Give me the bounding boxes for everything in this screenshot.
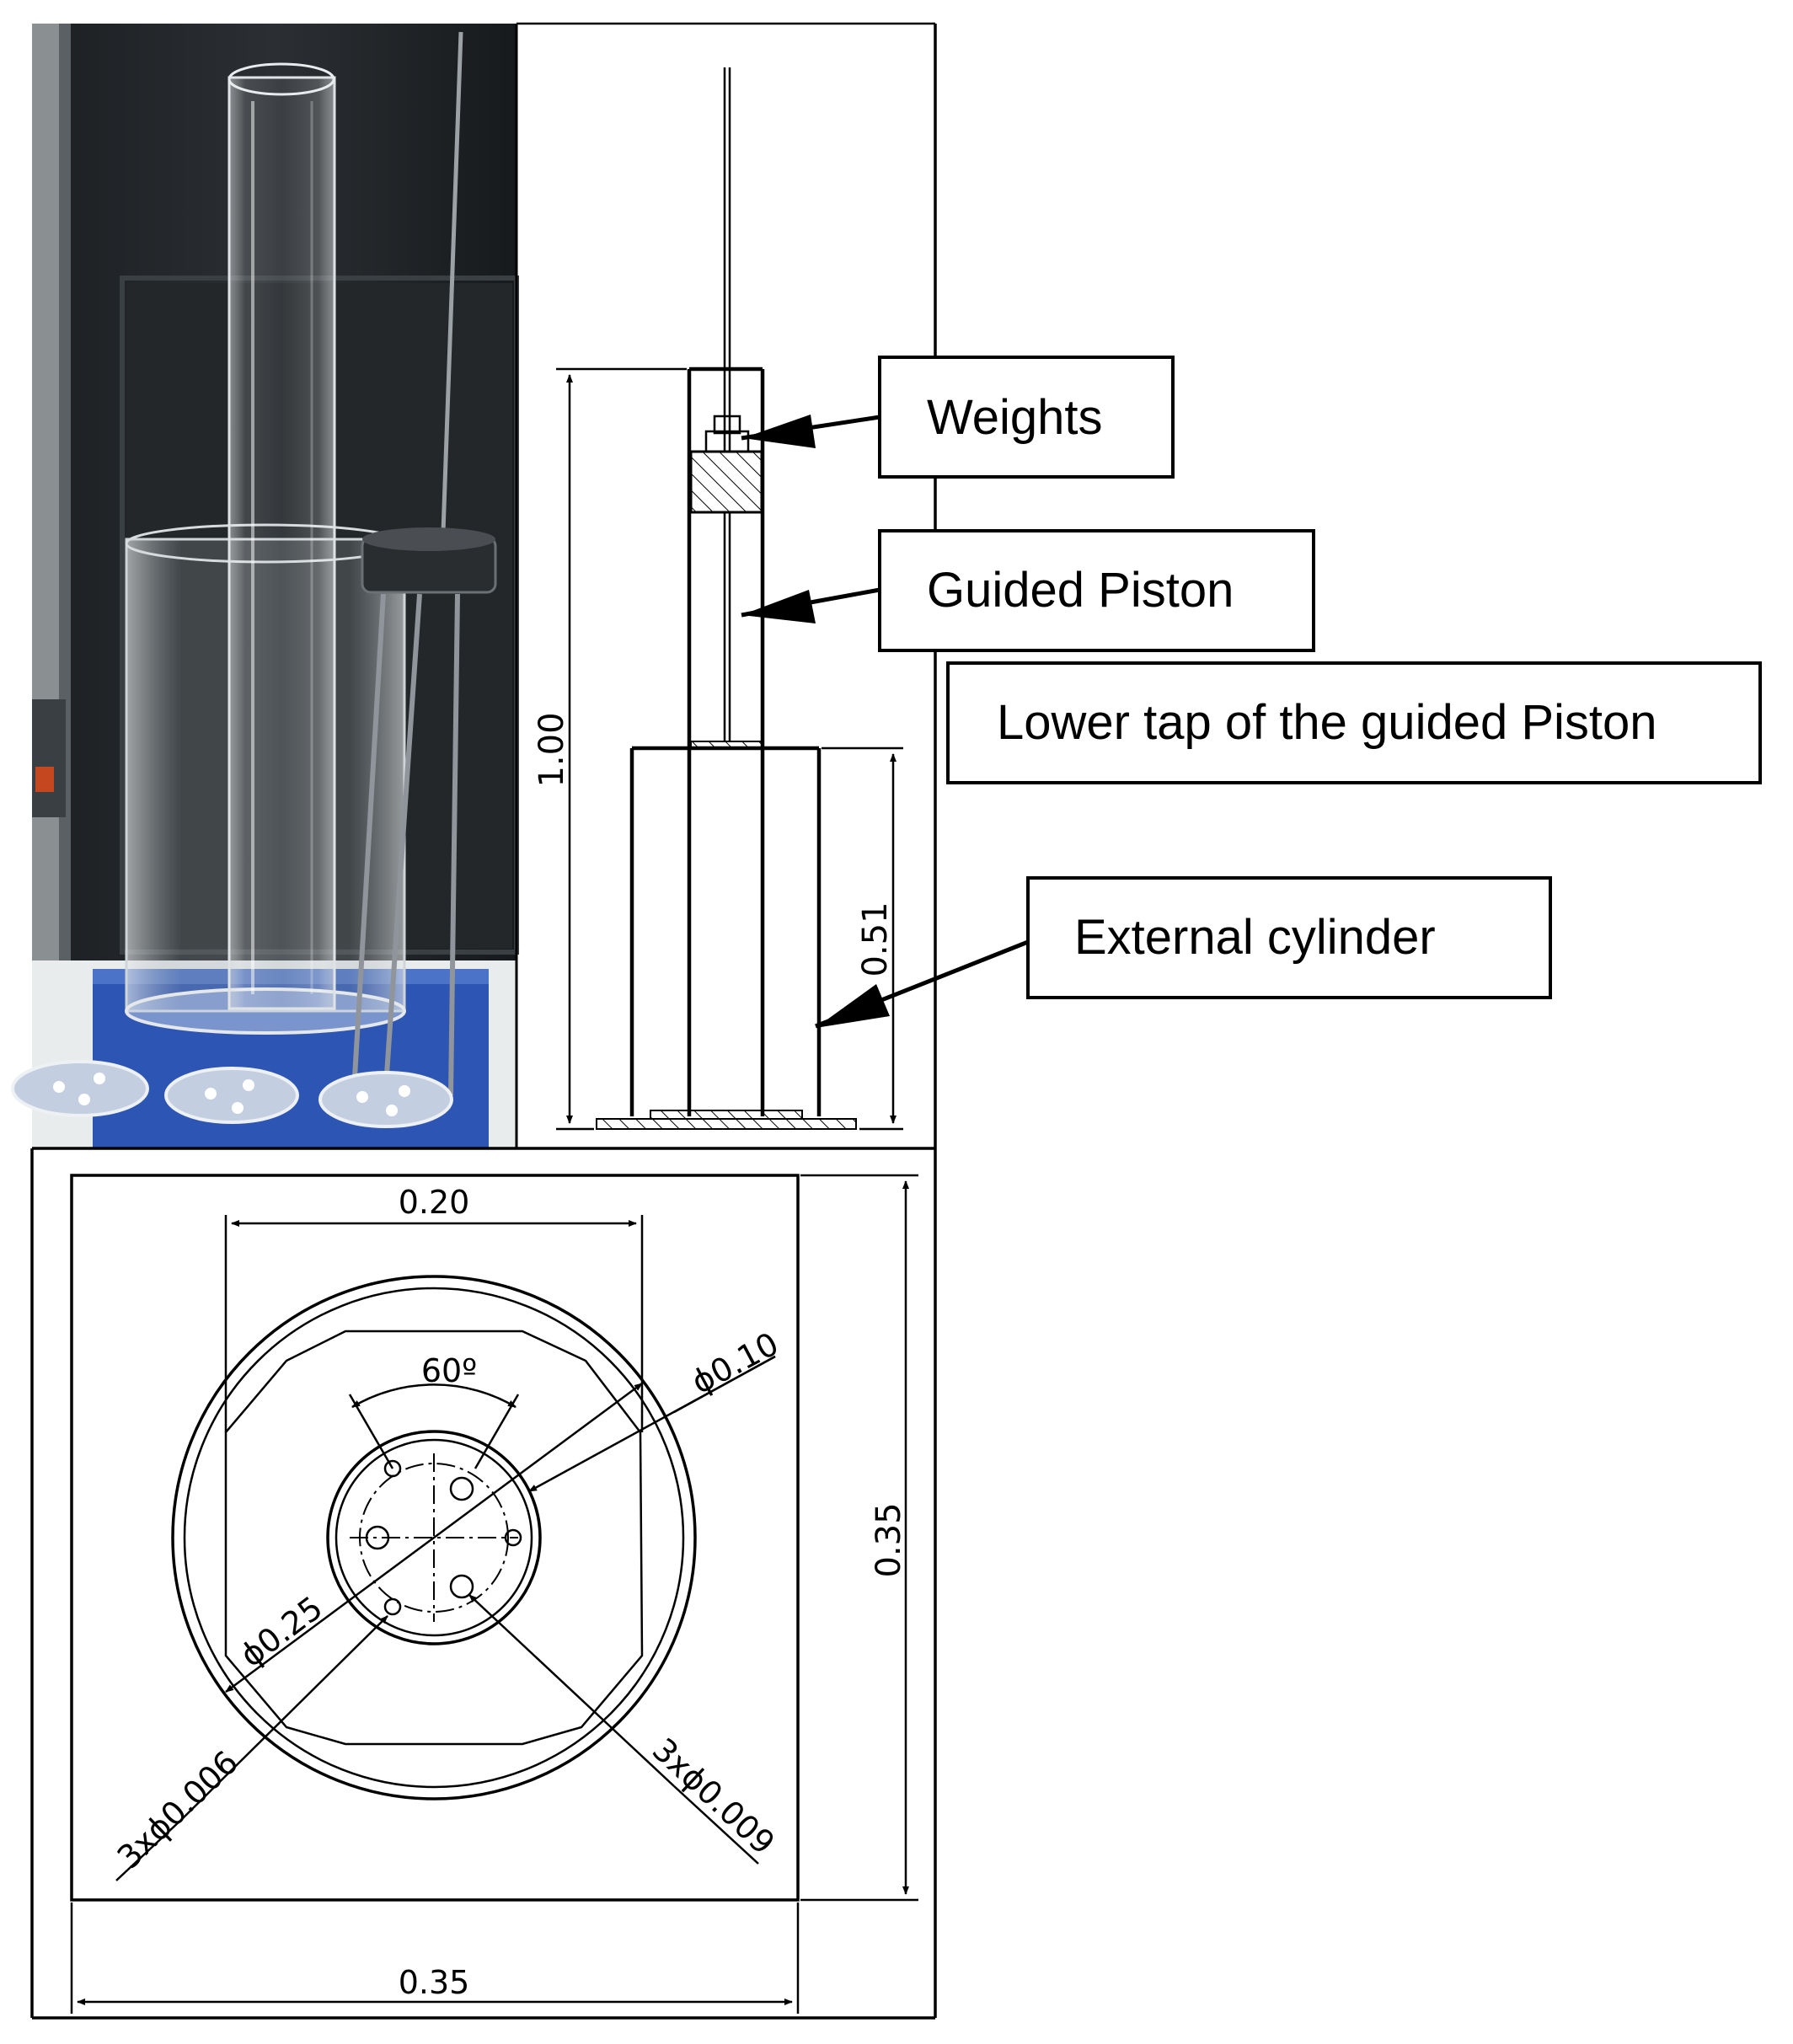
side-view-drawing: 1.00 0.51: [533, 67, 903, 1131]
top-view-drawing: 0.20 60º ϕ0.10 ϕ0.25 3xϕ0.006 3xϕ0.009 0…: [70, 1174, 918, 2014]
dim-external-height: 0.51: [856, 902, 895, 977]
dim-outer-diameter: ϕ0.25: [233, 1589, 329, 1674]
callout-weights-label: Weights: [927, 390, 1102, 445]
dim-plate-width: 0.35: [399, 1964, 470, 2001]
dim-angle: 60º: [421, 1352, 477, 1389]
callout-lower-tap: Lower tap of the guided Piston: [946, 661, 1762, 784]
callout-weights: Weights: [741, 356, 1175, 479]
callout-external-cylinder: External cylinder: [815, 876, 1552, 1029]
perforated-plates: [11, 1060, 453, 1128]
dim-inner-diameter: ϕ0.10: [686, 1325, 785, 1401]
photo-panel: [11, 24, 519, 1148]
callout-guided-piston-label: Guided Piston: [927, 563, 1234, 618]
dim-total-height: 1.00: [533, 712, 571, 787]
dim-small-holes: 3xϕ0.006: [110, 1743, 245, 1875]
dim-large-holes: 3xϕ0.009: [645, 1731, 782, 1861]
dim-plate-height: 0.35: [870, 1502, 908, 1577]
callout-external-cylinder-label: External cylinder: [1074, 910, 1436, 965]
callout-guided-piston: Guided Piston: [741, 529, 1315, 652]
callout-lower-tap-label: Lower tap of the guided Piston: [997, 695, 1657, 750]
dim-inner-width: 0.20: [399, 1184, 470, 1221]
